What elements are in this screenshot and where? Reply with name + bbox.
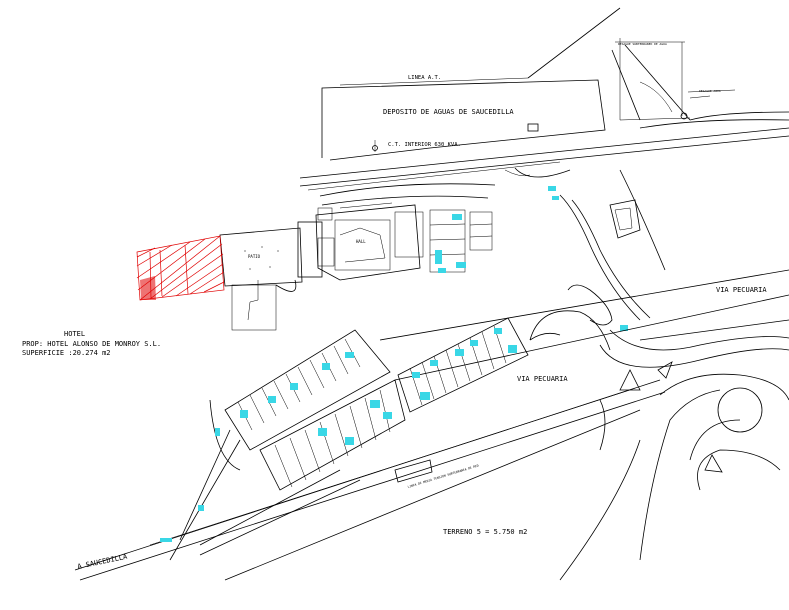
label-terreno: TERRENO 5 = 5.750 m2	[443, 528, 527, 536]
hotel-building: PATIO HALL	[219, 202, 424, 331]
label-hotel-owner: PROP: HOTEL ALONSO DE MONROY S.L.	[22, 340, 161, 348]
access-roads-right	[529, 169, 666, 351]
label-ct-interior: C.T. INTERIOR 630 KVA.	[388, 142, 461, 148]
label-deposito: DEPOSITO DE AGUAS DE SAUCEDILLA	[383, 108, 514, 116]
roundabout-area	[559, 329, 789, 581]
water-deposit	[321, 77, 606, 161]
label-linea-at: LINEA A.T.	[408, 75, 441, 81]
top-right-roads	[611, 44, 789, 129]
label-hotel-area: SUPERFICIE :20.274 m2	[22, 349, 111, 357]
label-hall: HALL	[356, 239, 366, 244]
parking-lower-left	[224, 329, 406, 491]
lower-roads	[74, 379, 666, 581]
label-via-pecuaria-1: VIA PECUARIA	[716, 286, 767, 294]
power-line	[527, 7, 736, 121]
label-saucedilla: A SAUCEDILLA	[77, 552, 129, 571]
label-top-1: DESAGUE SUBTERRANEO DE AGUA	[618, 42, 667, 46]
parking-lower-right	[397, 317, 561, 413]
parking-near-hotel	[429, 209, 493, 273]
via-pecuaria-road	[379, 269, 789, 381]
label-hotel-title: HOTEL	[64, 330, 85, 338]
hatched-plot	[136, 235, 225, 301]
label-via-pecuaria-2: VIA PECUARIA	[517, 375, 568, 383]
label-top-2: DESAGUE AGUA	[699, 89, 721, 93]
label-patio: PATIO	[248, 254, 261, 259]
main-road-top	[299, 127, 789, 206]
